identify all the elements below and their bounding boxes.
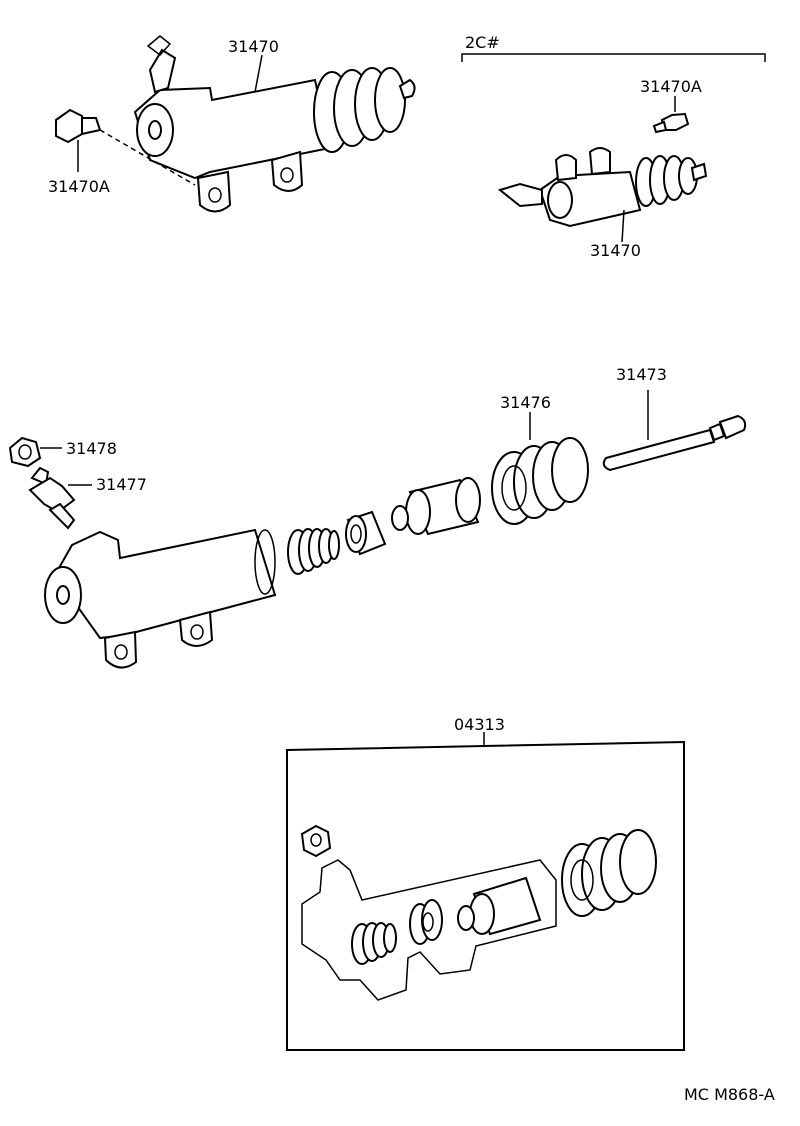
repair-kit-box	[286, 732, 685, 1051]
bleeder-cap	[8, 436, 42, 468]
cylinder-assembly-2c	[497, 147, 708, 228]
bleeder-plug-2c	[652, 112, 690, 134]
variant-bracket	[461, 53, 766, 62]
label-31478: 31478	[66, 439, 117, 458]
bleeder-plug	[28, 466, 76, 530]
leader-31470-2c	[621, 209, 625, 243]
boot	[491, 437, 589, 525]
leader-31470-main	[254, 54, 263, 93]
repair-kit-contents	[300, 824, 657, 1001]
label-31470A-main: 31470A	[48, 177, 110, 196]
label-31470A-2c: 31470A	[640, 77, 702, 96]
assembly-dash-line	[99, 129, 196, 186]
label-31470-2c: 31470	[590, 241, 641, 260]
spring	[287, 528, 340, 575]
piston-cup	[345, 510, 387, 556]
label-2c-variant: 2C#	[465, 33, 500, 52]
label-04313: 04313	[454, 715, 505, 734]
label-31477: 31477	[96, 475, 147, 494]
cylinder-body	[44, 528, 277, 669]
label-31476: 31476	[500, 393, 551, 412]
footer-code: MC M868-A	[684, 1085, 775, 1104]
bleeder-plug-main	[55, 108, 102, 144]
push-rod	[602, 414, 747, 472]
piston	[391, 477, 481, 536]
label-31473: 31473	[616, 365, 667, 384]
cylinder-assembly-main	[133, 35, 416, 213]
label-31470-main: 31470	[228, 37, 279, 56]
